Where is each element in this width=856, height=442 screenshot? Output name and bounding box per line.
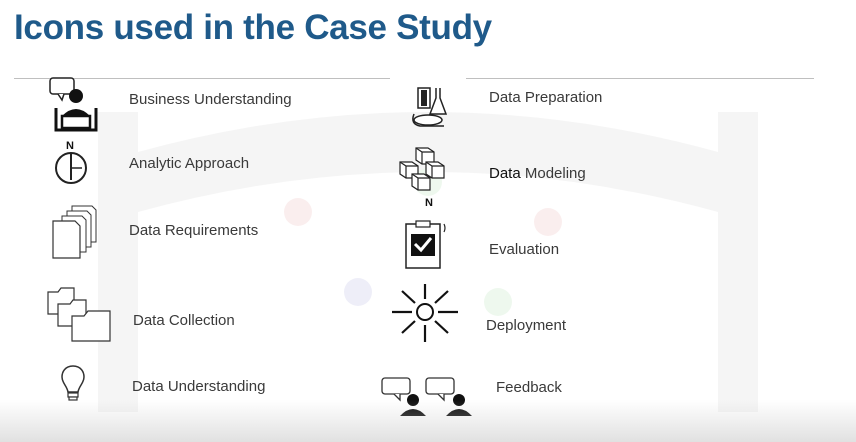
business-understanding-icon	[49, 77, 98, 132]
documents-stack-icon	[52, 205, 97, 259]
label-data-modeling-part1: Data	[489, 165, 521, 182]
label-data-understanding: Data Understanding	[132, 378, 266, 395]
lightbulb-icon	[61, 365, 85, 401]
compass-letter: N	[66, 140, 74, 152]
label-data-collection: Data Collection	[133, 312, 235, 329]
label-data-modeling-part2: Modeling	[520, 165, 586, 182]
left-divider	[14, 78, 390, 79]
label-analytic-approach: Analytic Approach	[129, 155, 250, 172]
label-data-requirements: Data Requirements	[129, 222, 259, 239]
right-divider	[466, 78, 814, 79]
bottom-shade	[0, 400, 856, 442]
cubes-icon	[399, 147, 445, 191]
label-data-modeling: Data Modeling	[489, 165, 586, 182]
label-evaluation: Evaluation	[489, 241, 560, 258]
label-data-preparation: Data Preparation	[489, 89, 603, 106]
compass-icon	[55, 152, 87, 184]
slide-title: Icons used in the Case Study	[14, 8, 492, 47]
clipboard-check-icon	[405, 220, 446, 269]
microscope-icon	[412, 87, 448, 127]
sun-burst-icon	[392, 284, 458, 342]
folders-icon	[47, 287, 111, 342]
label-business-understanding: Business Understanding	[129, 91, 292, 108]
label-feedback: Feedback	[496, 379, 562, 396]
cubes-letter: N	[425, 197, 433, 209]
label-deployment: Deployment	[486, 317, 567, 334]
